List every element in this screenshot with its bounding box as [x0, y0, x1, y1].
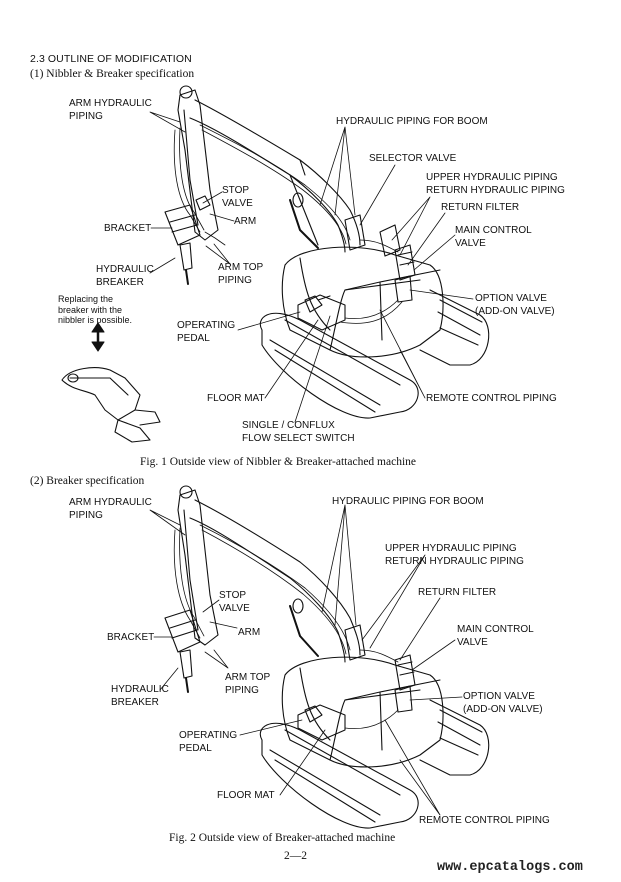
fig2-label-arm: ARM [238, 627, 261, 638]
label-return-filter: RETURN FILTER [441, 202, 520, 213]
page-number: 2—2 [284, 850, 307, 862]
label-hydraulic-piping-boom: HYDRAULIC PIPING FOR BOOM [336, 116, 488, 127]
fig2-label-bracket: BRACKET [107, 632, 155, 643]
fig2-label-remote-control-piping: REMOTE CONTROL PIPING [419, 815, 550, 826]
label-bracket: BRACKET [104, 223, 152, 234]
figure-1-caption: Fig. 1 Outside view of Nibbler & Breaker… [140, 456, 416, 468]
fig2-label-option-valve: OPTION VALVE(ADD-ON VALVE) [463, 691, 543, 715]
figure-2-caption: Fig. 2 Outside view of Breaker-attached … [169, 832, 396, 844]
upper-structure [281, 246, 444, 358]
figure-1-illustration [61, 85, 490, 443]
boom [194, 99, 361, 246]
bracket [164, 204, 201, 246]
label-option-valve: OPTION VALVE(ADD-ON VALVE) [475, 293, 555, 317]
label-selector-valve: SELECTOR VALVE [369, 153, 457, 164]
subsection-1-title: (1) Nibbler & Breaker specification [30, 68, 195, 80]
section-title: 2.3 OUTLINE OF MODIFICATION [30, 53, 192, 65]
subsection-2-title: (2) Breaker specification [30, 475, 145, 487]
fig2-label-floor-mat: FLOOR MAT [217, 790, 275, 801]
fig2-label-hydraulic-piping-boom: HYDRAULIC PIPING FOR BOOM [332, 496, 484, 507]
label-arm: ARM [234, 216, 257, 227]
fig2-label-return-filter: RETURN FILTER [418, 587, 497, 598]
selector-valve-shape [344, 214, 366, 251]
left-track [259, 312, 419, 419]
right-track [419, 289, 490, 366]
label-floor-mat: FLOOR MAT [207, 393, 265, 404]
watermark: www.epcatalogs.com [437, 860, 583, 875]
label-remote-control-piping: REMOTE CONTROL PIPING [426, 393, 557, 404]
